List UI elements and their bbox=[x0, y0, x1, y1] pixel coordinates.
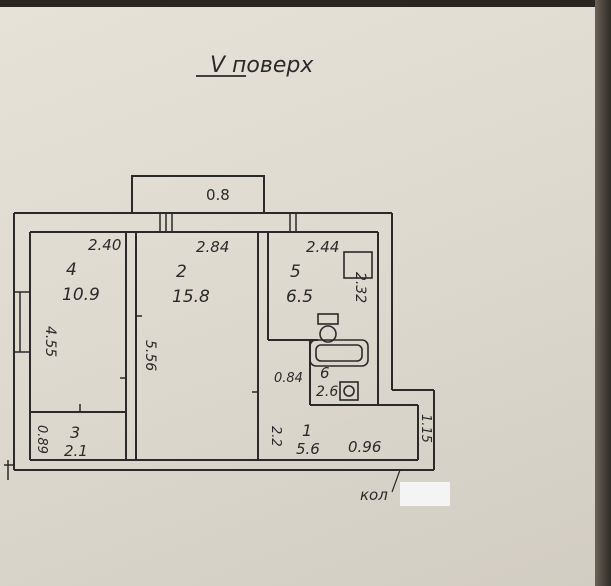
room-5-side-dim: 2.32 bbox=[352, 272, 368, 303]
room-6-number: 6 bbox=[320, 364, 330, 382]
room-2-number: 2 bbox=[176, 262, 187, 282]
room-2-side-dim: 5.56 bbox=[142, 340, 158, 371]
room-2-top-dim: 2.84 bbox=[196, 238, 229, 256]
room-4-number: 4 bbox=[66, 260, 77, 280]
room-5-number: 5 bbox=[290, 262, 301, 282]
redaction-box bbox=[400, 482, 450, 506]
hall-corner-dim: 1.15 bbox=[418, 414, 433, 443]
room-1-number: 1 bbox=[302, 421, 312, 440]
leader-line bbox=[391, 469, 401, 493]
room-4-side-dim: 4.55 bbox=[42, 326, 58, 357]
toilet-icon bbox=[317, 313, 339, 343]
floor-title: V поверх bbox=[210, 53, 314, 78]
balcony-width: 0.8 bbox=[206, 186, 230, 204]
room-4-area: 10.9 bbox=[62, 285, 100, 305]
room-6-area: 2.6 bbox=[316, 384, 338, 400]
room-5-top-dim: 2.44 bbox=[306, 238, 339, 256]
room-3-area: 2.1 bbox=[64, 442, 88, 460]
room-1-area: 5.6 bbox=[296, 440, 320, 458]
balcony bbox=[131, 175, 265, 213]
room-5-area: 6.5 bbox=[286, 287, 313, 307]
bathtub-icon bbox=[309, 339, 369, 367]
photo-top-edge bbox=[0, 0, 611, 7]
paper-sheet bbox=[0, 6, 598, 586]
stove-icon bbox=[343, 251, 373, 279]
door-marks bbox=[4, 315, 258, 480]
windows bbox=[14, 213, 297, 353]
room-1-side-dim: 2.2 bbox=[268, 426, 283, 447]
sink-icon bbox=[339, 381, 359, 401]
footer-label: кол bbox=[360, 486, 388, 504]
outer-walls bbox=[13, 212, 435, 471]
room-3-side-dim: 0.89 bbox=[34, 425, 49, 454]
room-6-side-dim: 0.84 bbox=[274, 371, 303, 386]
room-3-number: 3 bbox=[70, 423, 80, 442]
room-1-right-dim: 0.96 bbox=[348, 438, 381, 456]
room-4-top-dim: 2.40 bbox=[88, 236, 121, 254]
interior-walls bbox=[30, 232, 378, 460]
room-2-area: 15.8 bbox=[172, 287, 210, 307]
photo-right-edge bbox=[595, 0, 611, 586]
